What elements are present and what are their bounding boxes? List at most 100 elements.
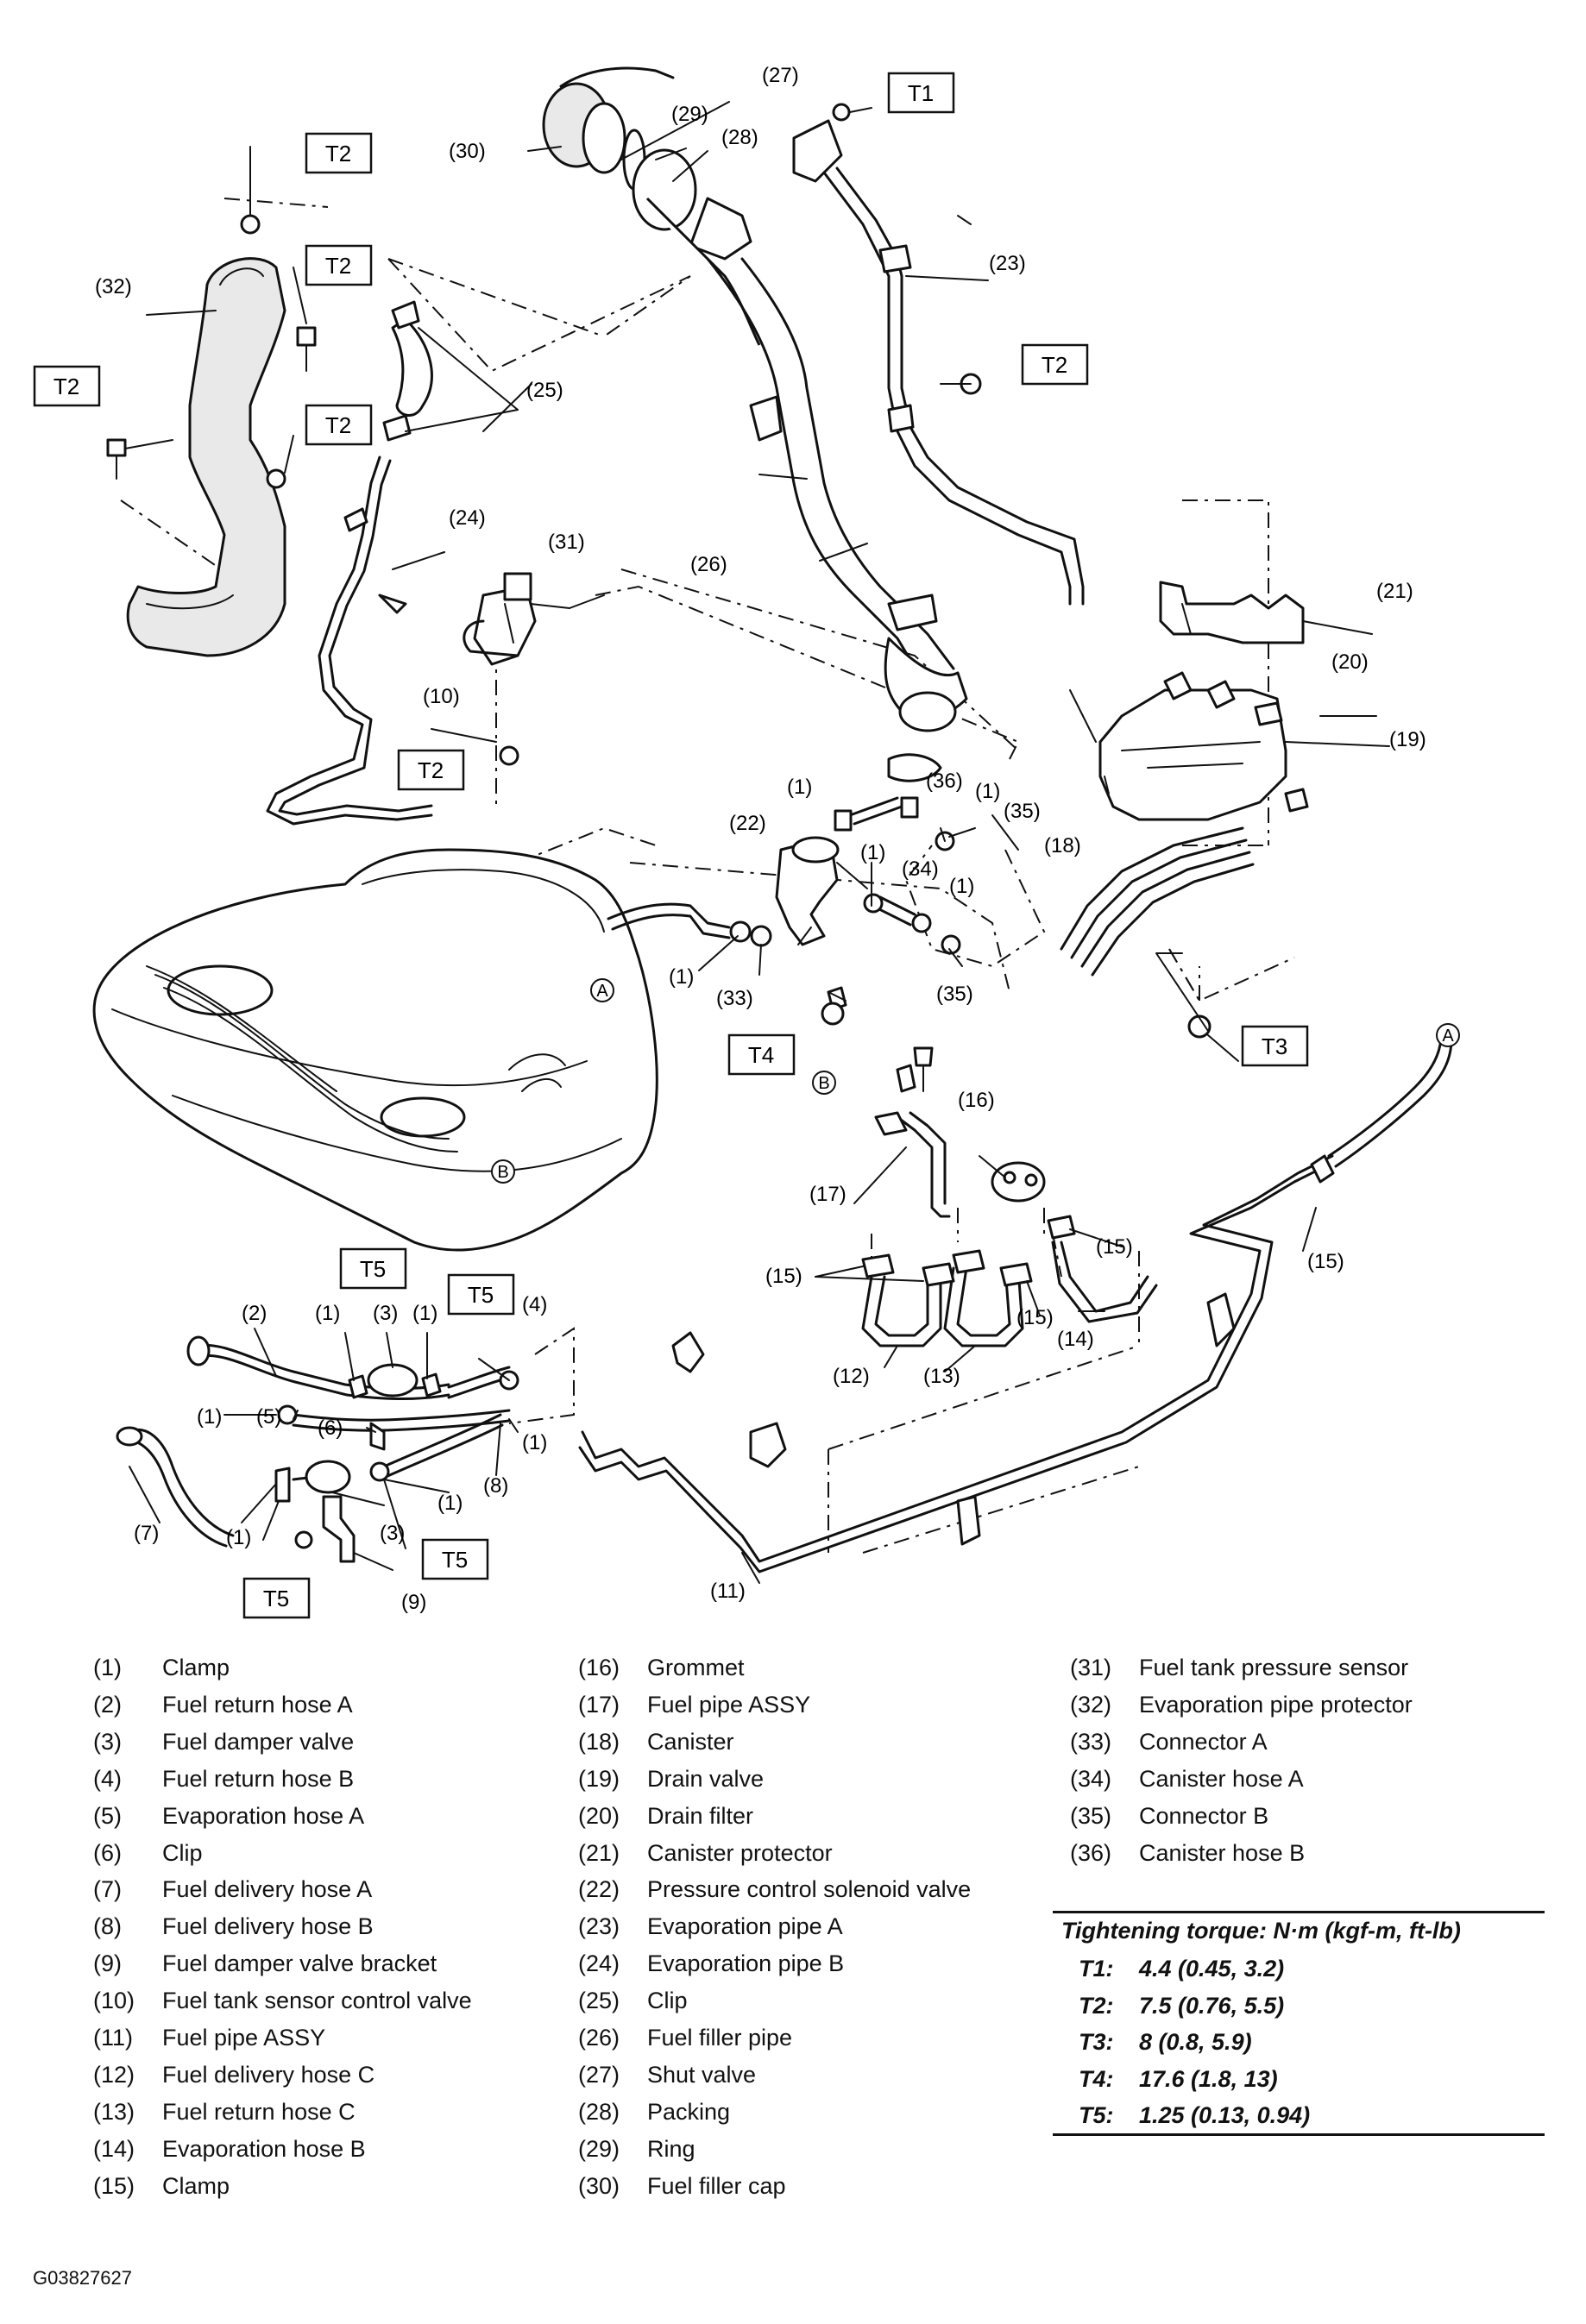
torque-bottom-rule <box>1053 2133 1545 2136</box>
torque-tag-t2 <box>305 132 373 174</box>
torque-row-tag: T4: <box>1079 2065 1114 2092</box>
callout-15: (15) <box>1307 1250 1344 1273</box>
legend-item-label: Drain filter <box>647 1802 754 1829</box>
callout-5: (5) <box>256 1405 281 1429</box>
fuel-filler-assembly <box>542 66 968 782</box>
torque-tag-label: T2 <box>325 412 351 438</box>
callout-33: (33) <box>716 987 753 1010</box>
legend-item-number: (6) <box>93 1839 122 1866</box>
legend-item-number: (2) <box>93 1691 122 1718</box>
legend-item-number: (19) <box>578 1765 620 1792</box>
connector-b-label: B <box>497 1163 508 1182</box>
callout-1: (1) <box>949 875 974 898</box>
callout-1: (1) <box>860 841 885 864</box>
callout-1: (1) <box>412 1302 437 1325</box>
torque-tag-t2 <box>305 404 373 446</box>
torque-row-value: 8 (0.8, 5.9) <box>1139 2029 1252 2055</box>
fuel-return-delivery-hoses <box>116 1335 519 1563</box>
parts-legend: (1)Clamp(2)Fuel return hose A(3)Fuel dam… <box>93 1649 1560 2219</box>
legend-item-label: Shut valve <box>647 2061 757 2088</box>
legend-item-number: (29) <box>578 2135 620 2162</box>
legend-item-number: (21) <box>578 1839 620 1866</box>
legend-item-label: Ring <box>647 2135 695 2162</box>
legend-item-label: Evaporation hose B <box>162 2135 366 2162</box>
legend-item-number: (24) <box>578 1950 620 1977</box>
callout-35: (35) <box>1004 800 1041 823</box>
legend-item-number: (32) <box>1070 1691 1112 1718</box>
callout-15: (15) <box>1016 1306 1054 1329</box>
legend-item-label: Evaporation pipe protector <box>1139 1691 1413 1718</box>
torque-tag-label: T5 <box>263 1586 289 1611</box>
legend-item-number: (28) <box>578 2098 620 2125</box>
torque-tag-label: T2 <box>418 757 444 783</box>
torque-tag-label: T2 <box>53 374 79 399</box>
callout-23: (23) <box>989 252 1026 275</box>
legend-item-label: Fuel tank sensor control valve <box>162 1988 472 2014</box>
fuel-tank-sensor-control-valve <box>463 572 605 666</box>
part-callouts: (30) (29) (28) (27) (23) (32) (25) (24) … <box>95 64 1426 1614</box>
callout-3: (3) <box>380 1522 405 1545</box>
torque-row-value: 4.4 (0.45, 3.2) <box>1139 1956 1285 1982</box>
callout-17: (17) <box>809 1183 846 1206</box>
callout-20: (20) <box>1331 650 1369 674</box>
legend-item-label: Evaporation pipe A <box>647 1913 843 1940</box>
legend-item-label: Fuel delivery hose C <box>162 2061 375 2088</box>
callout-24: (24) <box>449 506 486 530</box>
legend-item-label: Fuel damper valve <box>162 1728 355 1755</box>
torque-tag-label: T2 <box>325 141 351 166</box>
legend-item-label: Connector A <box>1139 1728 1268 1755</box>
legend-item-label: Canister protector <box>647 1839 833 1866</box>
torque-row-tag: T1: <box>1079 1956 1114 1982</box>
callout-8: (8) <box>483 1474 508 1498</box>
legend-item-number: (4) <box>93 1765 122 1792</box>
torque-tag-t2 <box>397 749 465 791</box>
callout-30: (30) <box>449 140 486 163</box>
callout-3: (3) <box>373 1302 398 1325</box>
legend-item-label: Fuel filler cap <box>647 2172 786 2199</box>
callout-2: (2) <box>242 1302 267 1325</box>
legend-item-label: Fuel delivery hose B <box>162 1913 374 1940</box>
legend-item-number: (18) <box>578 1728 620 1755</box>
legend-item-number: (1) <box>93 1655 122 1680</box>
callout-1: (1) <box>975 780 1000 803</box>
legend-item-number: (12) <box>93 2061 135 2088</box>
torque-tag-label: T5 <box>468 1282 494 1308</box>
callout-4: (4) <box>522 1293 547 1316</box>
torque-tag-t5 <box>339 1247 407 1290</box>
callout-9: (9) <box>401 1591 426 1614</box>
torque-tags: T2 T2 T2 T2 T1 T2 T2 T4 T3 T5 T5 T5 T5 <box>33 72 1309 1619</box>
legend-item-number: (36) <box>1070 1839 1112 1866</box>
torque-row-tag: T3: <box>1079 2029 1114 2055</box>
evaporation-pipe-b <box>266 300 433 826</box>
torque-row-tag: T2: <box>1079 1992 1114 2019</box>
torque-tag-label: T5 <box>442 1547 468 1573</box>
legend-item-label: Evaporation hose A <box>162 1802 365 1829</box>
callout-13: (13) <box>923 1365 960 1388</box>
callout-19: (19) <box>1389 728 1426 751</box>
fuel-pipe-assy <box>578 1033 1453 1573</box>
callout-1: (1) <box>787 776 812 799</box>
connector-a-label: A <box>1442 1027 1454 1046</box>
legend-item-label: Connector B <box>1139 1802 1269 1829</box>
torque-title: Tightening torque: N·m (kgf-m, ft-lb) <box>1061 1918 1461 1944</box>
legend-item-number: (15) <box>93 2172 135 2199</box>
legend-item-number: (8) <box>93 1913 122 1940</box>
callout-1: (1) <box>437 1492 463 1515</box>
callout-14: (14) <box>1057 1328 1094 1351</box>
torque-tag-t5 <box>447 1273 515 1316</box>
legend-item-number: (7) <box>93 1876 122 1903</box>
legend-item-number: (14) <box>93 2135 135 2162</box>
callout-7: (7) <box>134 1522 159 1545</box>
torque-tag-t2 <box>33 365 101 407</box>
torque-tag-label: T2 <box>325 253 351 279</box>
evaporation-pipe-protector <box>126 257 286 657</box>
callout-1: (1) <box>197 1405 222 1429</box>
legend-item-number: (20) <box>578 1802 620 1829</box>
torque-tag-t4 <box>727 1033 796 1076</box>
callout-10: (10) <box>423 685 460 708</box>
fasteners <box>106 103 1212 1092</box>
legend-item-label: Packing <box>647 2098 731 2125</box>
torque-tag-t2 <box>1021 343 1089 386</box>
callout-26: (26) <box>690 553 727 576</box>
callout-21: (21) <box>1376 580 1413 603</box>
